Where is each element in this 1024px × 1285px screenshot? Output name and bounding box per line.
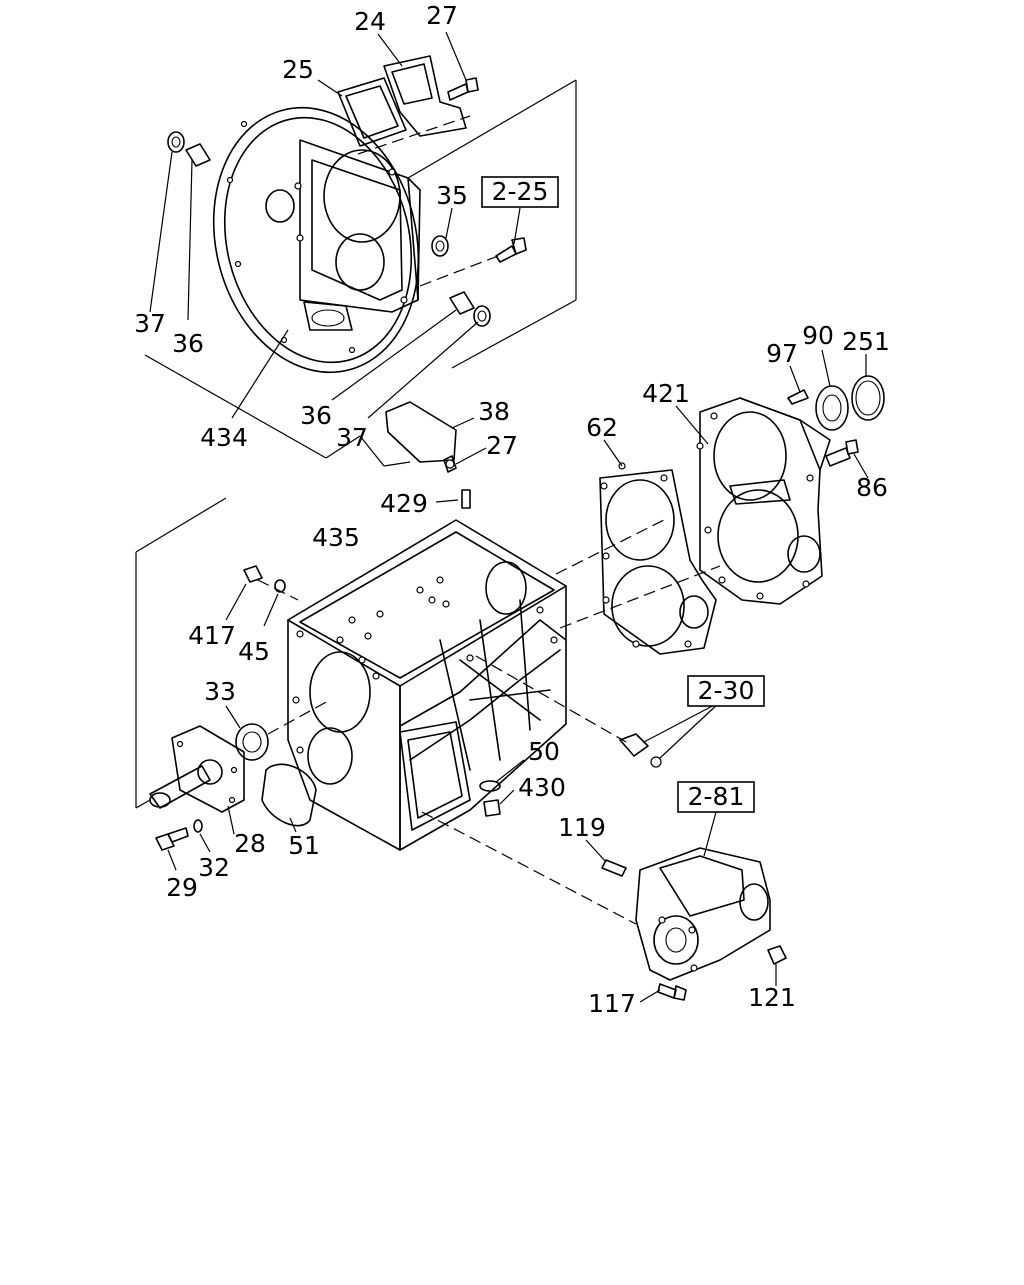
part-label-417: 417 — [188, 621, 236, 650]
part-label-33: 33 — [204, 677, 236, 706]
lower-group-frame — [135, 497, 227, 809]
part-label-36-left: 36 — [172, 329, 204, 358]
bolt-86 — [825, 439, 869, 479]
bolt-2-25 — [495, 237, 527, 263]
axis-rear-upper — [555, 519, 665, 575]
bolt-27-top — [447, 77, 479, 101]
part-label-430: 430 — [518, 773, 566, 802]
ring-251 — [851, 354, 885, 421]
seal-90 — [815, 349, 849, 431]
nut-121 — [767, 945, 787, 986]
part-labels: 24 27 25 35 37 36 36 37 434 38 27 429 43… — [134, 1, 890, 1018]
pto-unit — [421, 811, 771, 981]
part-label-121: 121 — [748, 983, 796, 1012]
bell-housing — [212, 106, 421, 374]
cover-plate-38 — [385, 401, 457, 473]
part-label-117: 117 — [588, 989, 636, 1018]
drain-plug-430 — [479, 759, 525, 817]
seal-51 — [261, 763, 317, 833]
part-label-51: 51 — [288, 831, 320, 860]
washer-32 — [193, 819, 211, 853]
upper-leaders — [149, 31, 521, 467]
stud-97 — [787, 365, 809, 405]
part-label-29: 29 — [166, 873, 198, 902]
ref-label-2-81: 2-81 — [688, 782, 745, 811]
rear-case-421 — [675, 397, 831, 605]
stud-119 — [585, 839, 627, 877]
part-label-86: 86 — [856, 473, 888, 502]
front-cover-28 — [149, 725, 245, 835]
transmission-case — [287, 519, 567, 851]
plug-417 — [225, 565, 299, 627]
part-label-24: 24 — [354, 7, 386, 36]
part-label-90: 90 — [802, 321, 834, 350]
part-label-251: 251 — [842, 327, 890, 356]
part-label-434: 434 — [200, 423, 248, 452]
part-label-37-lower: 37 — [336, 423, 368, 452]
part-label-421: 421 — [642, 379, 690, 408]
part-label-97: 97 — [766, 339, 798, 368]
part-label-32: 32 — [198, 853, 230, 882]
part-label-27-lower: 27 — [486, 431, 518, 460]
upper-group-frame — [144, 79, 577, 459]
switch-2-30 — [475, 655, 721, 768]
part-label-38: 38 — [478, 397, 510, 426]
part-label-37-left: 37 — [134, 309, 166, 338]
rear-gasket-62 — [599, 439, 717, 655]
part-label-28: 28 — [234, 829, 266, 858]
dowel-pin-429 — [435, 489, 471, 509]
part-label-50: 50 — [528, 737, 560, 766]
part-label-435: 435 — [312, 523, 360, 552]
part-label-119: 119 — [558, 813, 606, 842]
bolt-29 — [155, 827, 189, 871]
leader-117 — [639, 989, 661, 1003]
part-label-62: 62 — [586, 413, 618, 442]
part-label-25: 25 — [282, 55, 314, 84]
bushings — [167, 131, 491, 327]
ref-box-2-81: 2-81 — [677, 781, 755, 813]
part-label-27-top: 27 — [426, 1, 458, 30]
axis-rear-lower — [559, 565, 721, 629]
cover-gasket — [337, 77, 407, 147]
part-label-429: 429 — [380, 489, 428, 518]
oil-seal-33 — [225, 705, 269, 761]
ref-label-2-25: 2-25 — [492, 177, 549, 206]
bolt-117 — [657, 983, 687, 1001]
axis-front — [267, 699, 331, 735]
ref-label-2-30: 2-30 — [698, 676, 755, 705]
ref-box-2-30: 2-30 — [687, 675, 765, 707]
part-label-45: 45 — [238, 637, 270, 666]
ref-box-2-25: 2-25 — [481, 176, 559, 208]
part-label-35: 35 — [436, 181, 468, 210]
part-label-36-lower: 36 — [300, 401, 332, 430]
